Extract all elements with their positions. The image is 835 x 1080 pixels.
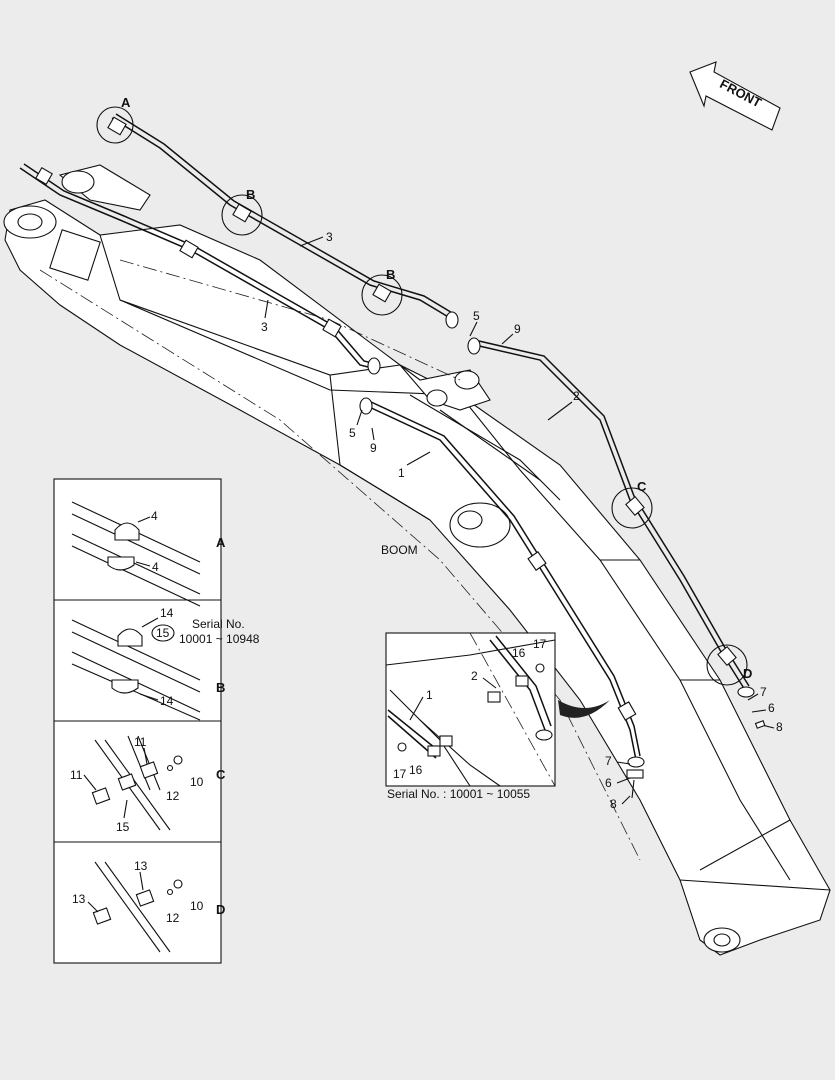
panel-d-letter: D — [216, 902, 225, 917]
callout-9-lower: 9 — [370, 441, 377, 455]
panel-a-callout-4-bottom: 4 — [152, 560, 159, 574]
boom-label: BOOM — [381, 543, 418, 557]
callout-5-lower: 5 — [349, 426, 356, 440]
panel-c-callout-12: 12 — [166, 789, 180, 803]
detail-circles: A B B C D — [96, 95, 752, 686]
panel-d-callout-13-left: 13 — [72, 892, 86, 906]
panel-b-callout-14-top: 14 — [160, 606, 174, 620]
panel-a-callout-4-top: 4 — [151, 509, 158, 523]
panel-b-serial-title: Serial No. — [192, 617, 245, 631]
detail-serial: Serial No. : 10001 ~ 10055 — [387, 787, 530, 801]
clamps — [35, 116, 755, 768]
pipe-2 — [474, 340, 750, 691]
callout-2: 2 — [573, 389, 580, 403]
pipe-1 — [364, 400, 641, 761]
detail-callout-17-top: 17 — [533, 637, 547, 651]
detail-letter-c: C — [637, 479, 647, 494]
inset-panels: 4 4 A 14 15 14 Serial No. 10001 ~ 10948 … — [53, 478, 260, 964]
callout-8-lower: 8 — [610, 797, 617, 811]
pipe-3-upper — [111, 113, 455, 319]
callout-1: 1 — [398, 466, 405, 480]
panel-c: 11 11 15 10 12 C — [70, 735, 226, 834]
callout-6-right: 6 — [768, 701, 775, 715]
detail-callout-16-bottom: 16 — [409, 763, 423, 777]
panel-d-callout-10: 10 — [190, 899, 204, 913]
callout-3-lower: 3 — [261, 320, 268, 334]
panel-a: 4 4 A — [71, 501, 226, 607]
panel-b: 14 15 14 Serial No. 10001 ~ 10948 B — [71, 606, 260, 721]
boom-body — [3, 164, 831, 956]
callout-7-lower: 7 — [605, 754, 612, 768]
detail-letter-b2: B — [386, 267, 395, 282]
panel-d: 13 13 10 12 D — [72, 859, 225, 953]
panel-d-callout-13-top: 13 — [134, 859, 148, 873]
panel-b-callout-14-bottom: 14 — [160, 694, 174, 708]
callout-7-right: 7 — [760, 685, 767, 699]
detail-box: 1 2 16 17 16 17 Serial No. : 10001 ~ 100… — [385, 632, 610, 801]
panel-c-callout-10: 10 — [190, 775, 204, 789]
main-callouts: 3 3 5 9 5 9 2 1 7 6 8 7 6 8 BOOM — [261, 230, 783, 811]
detail-letter-d: D — [743, 666, 752, 681]
callout-6-lower: 6 — [605, 776, 612, 790]
panel-a-letter: A — [216, 535, 226, 550]
detail-callout-1: 1 — [426, 688, 433, 702]
front-arrow: FRONT — [689, 61, 781, 131]
panel-c-callout-15: 15 — [116, 820, 130, 834]
pipe-3-lower — [19, 163, 377, 369]
panel-b-callout-15: 15 — [156, 626, 170, 640]
panel-c-letter: C — [216, 767, 226, 782]
panel-c-callout-11-top: 11 — [134, 735, 147, 749]
detail-pointer-arrow — [558, 700, 610, 718]
detail-callout-2: 2 — [471, 669, 478, 683]
callout-3-upper: 3 — [326, 230, 333, 244]
detail-callout-17-bottom: 17 — [393, 767, 407, 781]
detail-letter-b1: B — [246, 187, 255, 202]
panel-d-callout-12: 12 — [166, 911, 180, 925]
panel-b-serial-range: 10001 ~ 10948 — [179, 632, 260, 646]
callout-9-upper: 9 — [514, 322, 521, 336]
callout-5-upper: 5 — [473, 309, 480, 323]
detail-letter-a: A — [121, 95, 131, 110]
panel-c-callout-11-left: 11 — [70, 768, 83, 782]
callout-8-right: 8 — [776, 720, 783, 734]
detail-callout-16-top: 16 — [512, 646, 526, 660]
panel-b-letter: B — [216, 680, 225, 695]
